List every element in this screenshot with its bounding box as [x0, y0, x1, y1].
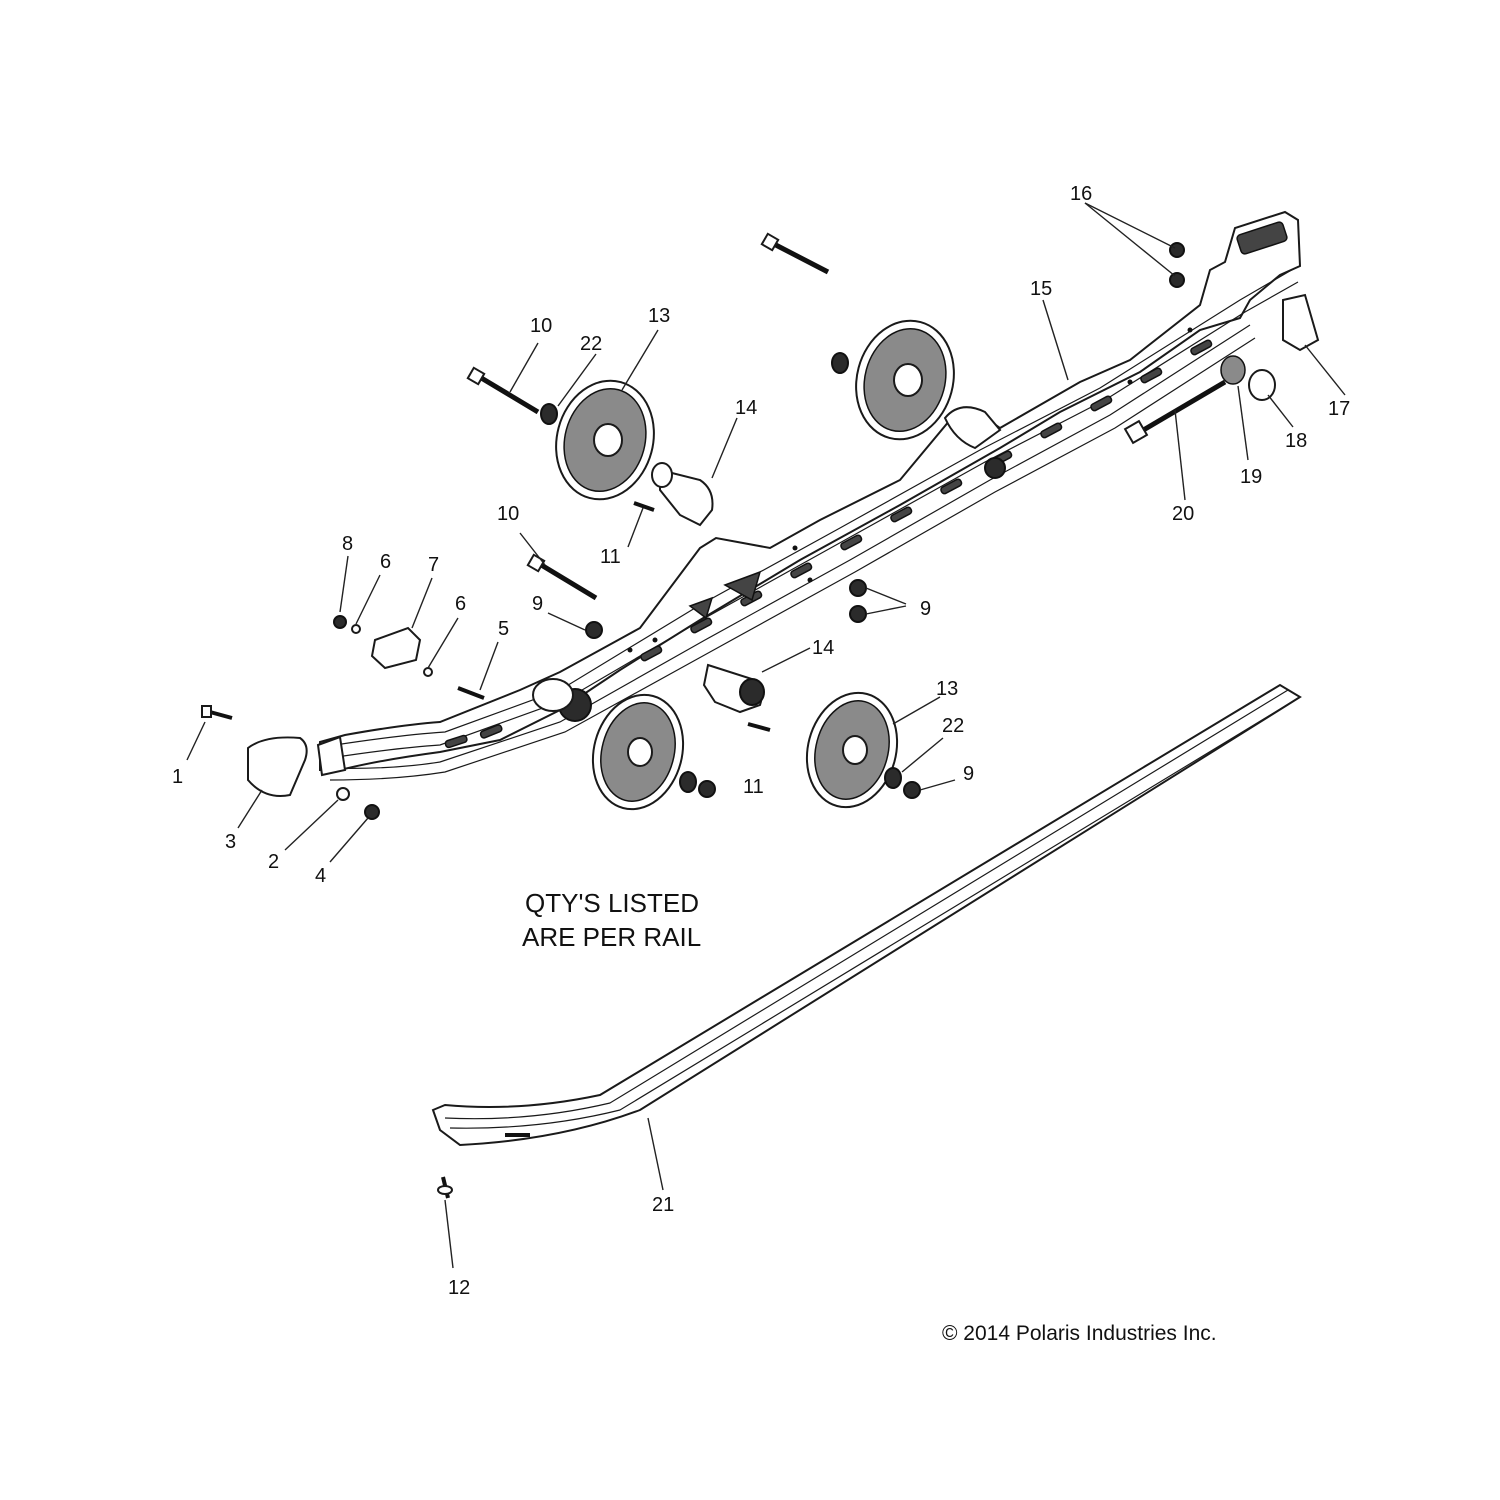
callout-9a: 9 [532, 593, 543, 615]
callout-21: 21 [652, 1194, 674, 1216]
note-line-2: ARE PER RAIL [522, 922, 701, 952]
callout-13a: 13 [648, 305, 670, 327]
callout-3: 3 [225, 831, 236, 853]
rail-slots [444, 339, 1213, 749]
callout-2: 2 [268, 851, 279, 873]
wheel-lower-left [591, 693, 685, 811]
copyright-text: © 2014 Polaris Industries Inc. [942, 1322, 1217, 1345]
callout-18: 18 [1285, 430, 1307, 452]
bracket-upper [651, 462, 714, 527]
rail-holes [627, 327, 1193, 653]
callout-6a: 6 [380, 551, 391, 573]
rail-body [319, 210, 1302, 771]
callout-4: 4 [315, 865, 326, 887]
callout-20: 20 [1172, 503, 1194, 525]
callout-6b: 6 [455, 593, 466, 615]
callout-10a: 10 [530, 315, 552, 337]
callout-16: 16 [1070, 183, 1092, 205]
callout-7: 7 [428, 554, 439, 576]
hardware [247, 242, 1320, 1199]
callout-1: 1 [172, 766, 183, 788]
bolts [201, 232, 1227, 732]
wheel-upper-left [555, 379, 655, 501]
callout-17: 17 [1328, 398, 1350, 420]
callout-9c: 9 [963, 763, 974, 785]
callout-12: 12 [448, 1277, 470, 1299]
callout-5: 5 [498, 618, 509, 640]
rail-assembly [316, 210, 1302, 781]
callout-22b: 22 [942, 715, 964, 737]
callout-labels: 1 2 3 4 5 6 6 7 8 9 9 9 10 10 11 11 12 1… [172, 183, 1350, 1299]
callout-19: 19 [1240, 466, 1262, 488]
callout-14b: 14 [812, 637, 834, 659]
leader-lines [186, 202, 1346, 1269]
callout-13b: 13 [936, 678, 958, 700]
callout-8: 8 [342, 533, 353, 555]
bracket-lower [702, 663, 765, 714]
note-line-1: QTY'S LISTED [525, 888, 699, 918]
wheel-upper-right [855, 319, 955, 441]
callout-10b: 10 [497, 503, 519, 525]
callout-15: 15 [1030, 278, 1052, 300]
callout-9b: 9 [920, 598, 931, 620]
callout-11a: 11 [600, 546, 621, 568]
callout-14a: 14 [735, 397, 757, 419]
slide-part [431, 683, 1302, 1147]
callout-11b: 11 [743, 776, 764, 798]
callout-22a: 22 [580, 333, 602, 355]
wheel-lower-right [805, 691, 899, 809]
